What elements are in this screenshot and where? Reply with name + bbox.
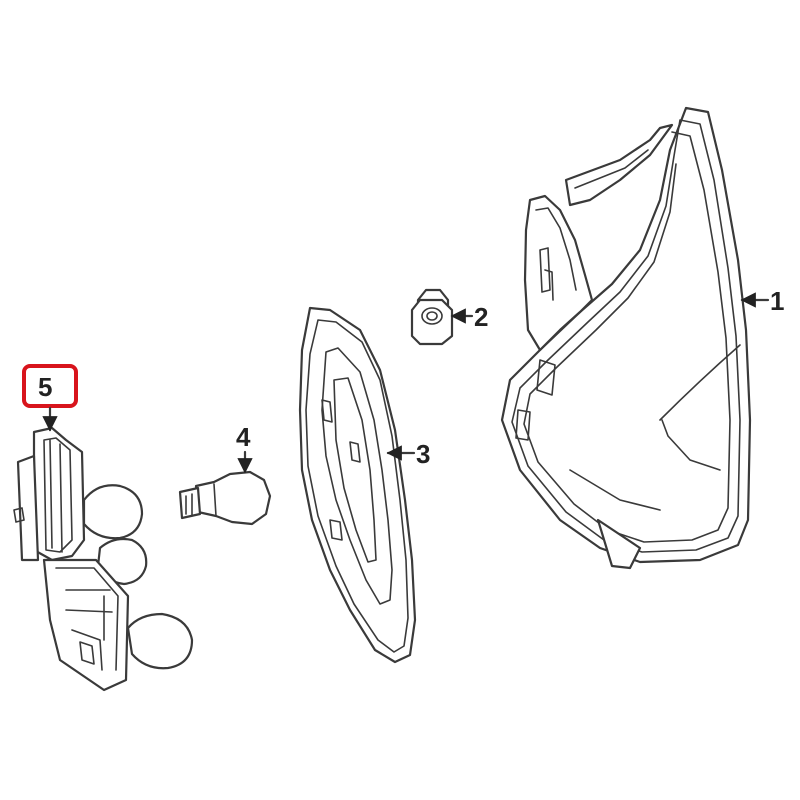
gasket [298,306,417,664]
callout-3: 3 [386,439,430,469]
callout-1: 1 [740,286,784,316]
callout-5-label: 5 [38,372,52,402]
callout-2: 2 [450,302,488,332]
bulb-socket-assembly [13,426,194,692]
callout-4: 4 [236,422,253,474]
callout-4-label: 4 [236,422,251,452]
callout-2-label: 2 [474,302,488,332]
tail-lamp-housing [500,106,752,570]
callout-5: 5 [22,364,78,432]
hex-nut [410,288,454,346]
callout-5-highlight-box [22,364,78,408]
callout-1-label: 1 [770,286,784,316]
callout-3-label: 3 [416,439,430,469]
bulb [178,470,272,526]
